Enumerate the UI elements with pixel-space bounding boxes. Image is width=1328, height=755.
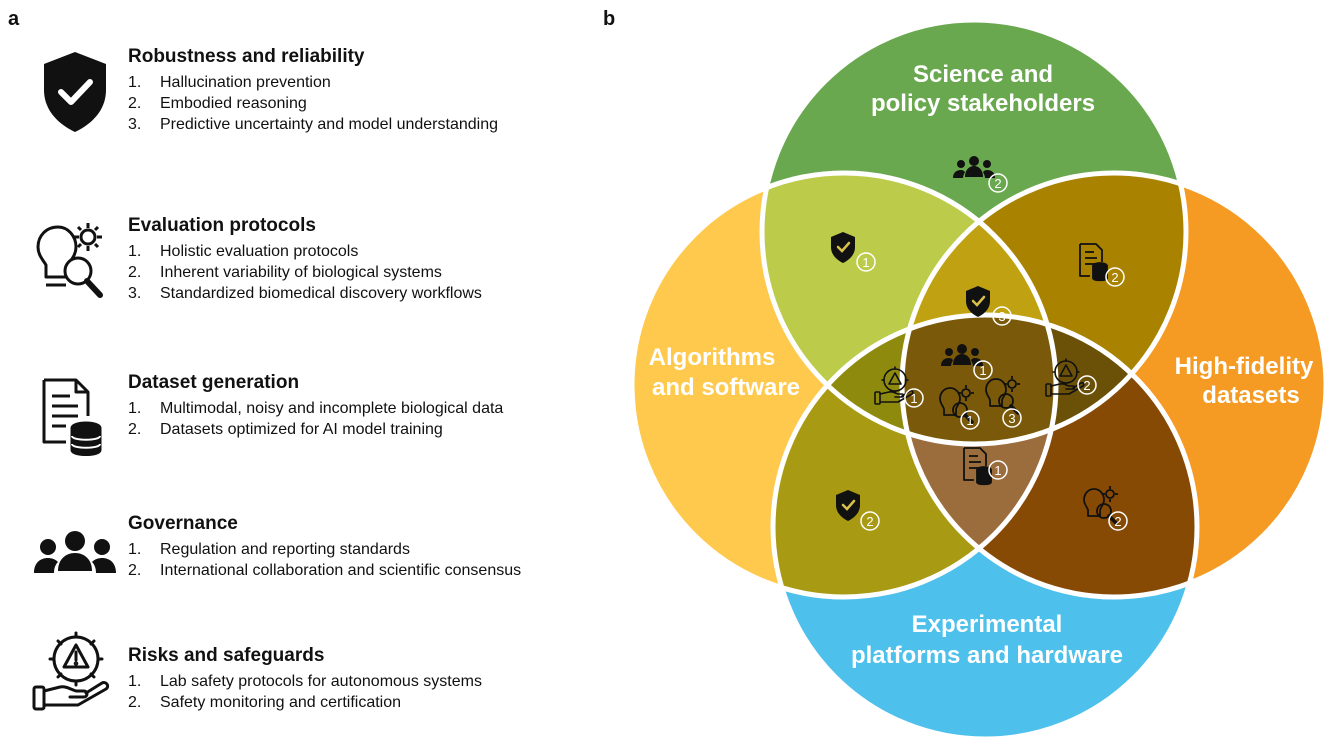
svg-text:1: 1 <box>862 255 869 270</box>
marker-top-left: 1 <box>856 252 876 272</box>
document-database-icon <box>30 372 120 462</box>
venn-title-top-line1: Science and <box>913 61 1053 88</box>
marker-top-right: 2 <box>1105 267 1125 287</box>
list-item: 1.Lab safety protocols for autonomous sy… <box>128 673 482 690</box>
svg-text:2: 2 <box>994 176 1001 191</box>
shield-check-icon <box>30 46 120 136</box>
marker-center-people: 1 <box>973 360 993 380</box>
svg-text:1: 1 <box>979 363 986 378</box>
list-item: 1.Hallucination prevention <box>128 74 331 91</box>
marker-center-eval-left: 1 <box>960 410 980 430</box>
list-item: 2.Embodied reasoning <box>128 95 307 112</box>
venn-title-left-line1: Algorithms <box>649 344 776 371</box>
category-robustness: Robustness and reliability 1.Hallucinati… <box>30 46 600 156</box>
venn-title-bottom-line2: platforms and hardware <box>851 642 1123 669</box>
marker-top-only: 2 <box>988 173 1008 193</box>
category-evaluation: Evaluation protocols 1.Holistic evaluati… <box>30 215 600 325</box>
svg-text:1: 1 <box>966 413 973 428</box>
list-item: 2.Safety monitoring and certification <box>128 694 402 711</box>
venn-title-left-line2: and software <box>652 374 800 401</box>
svg-text:2: 2 <box>1111 270 1118 285</box>
marker-right-center-risk: 2 <box>1077 375 1097 395</box>
list-item: 3.Standardized biomedical discovery work… <box>128 285 482 302</box>
people-group-icon <box>30 513 120 603</box>
marker-bottom-right: 2 <box>1108 511 1128 531</box>
hand-gear-warning-icon <box>30 625 120 715</box>
category-title: Governance <box>128 513 238 534</box>
venn-title-right-line1: High-fidelity <box>1175 353 1314 380</box>
category-governance: Governance 1.Regulation and reporting st… <box>30 513 600 623</box>
venn-diagram: Science and policy stakeholders Algorith… <box>629 17 1328 742</box>
list-item: 1.Multimodal, noisy and incomplete biolo… <box>128 400 504 417</box>
category-title: Evaluation protocols <box>128 215 316 236</box>
list-item: 2.Inherent variability of biological sys… <box>128 264 442 281</box>
list-item: 3.Predictive uncertainty and model under… <box>128 116 498 133</box>
category-dataset: Dataset generation 1.Multimodal, noisy a… <box>30 372 600 482</box>
svg-text:1: 1 <box>994 463 1001 478</box>
list-item: 2.Datasets optimized for AI model traini… <box>128 421 443 438</box>
region-top-left-right <box>902 173 1056 444</box>
svg-text:2: 2 <box>1083 378 1090 393</box>
svg-text:1: 1 <box>910 391 917 406</box>
category-title: Risks and safeguards <box>128 645 325 666</box>
list-item: 1.Holistic evaluation protocols <box>128 243 359 260</box>
marker-center-eval-right: 3 <box>1002 408 1022 428</box>
marker-top-center: 3 <box>992 306 1012 326</box>
svg-text:2: 2 <box>866 514 873 529</box>
svg-text:3: 3 <box>998 309 1005 324</box>
list-item: 1.Regulation and reporting standards <box>128 541 410 558</box>
marker-bottom-left: 2 <box>860 511 880 531</box>
venn-title-bottom-line1: Experimental <box>912 611 1063 638</box>
category-risks: Risks and safeguards 1.Lab safety protoc… <box>30 631 600 755</box>
category-title: Robustness and reliability <box>128 46 365 67</box>
venn-title-top-line2: policy stakeholders <box>871 90 1095 117</box>
svg-text:2: 2 <box>1114 514 1121 529</box>
marker-left-center-risk: 1 <box>904 388 924 408</box>
panel-b-label: b <box>603 8 616 30</box>
venn-title-right-line2: datasets <box>1202 382 1299 409</box>
category-title: Dataset generation <box>128 372 300 393</box>
marker-bottom-center-dataset: 1 <box>988 460 1008 480</box>
lightbulb-magnifier-gear-icon <box>30 215 120 305</box>
panel-a-label: a <box>8 8 20 30</box>
list-item: 2.International collaboration and scient… <box>128 562 522 579</box>
region-left-right-bottom <box>902 315 1056 597</box>
svg-text:3: 3 <box>1008 411 1015 426</box>
